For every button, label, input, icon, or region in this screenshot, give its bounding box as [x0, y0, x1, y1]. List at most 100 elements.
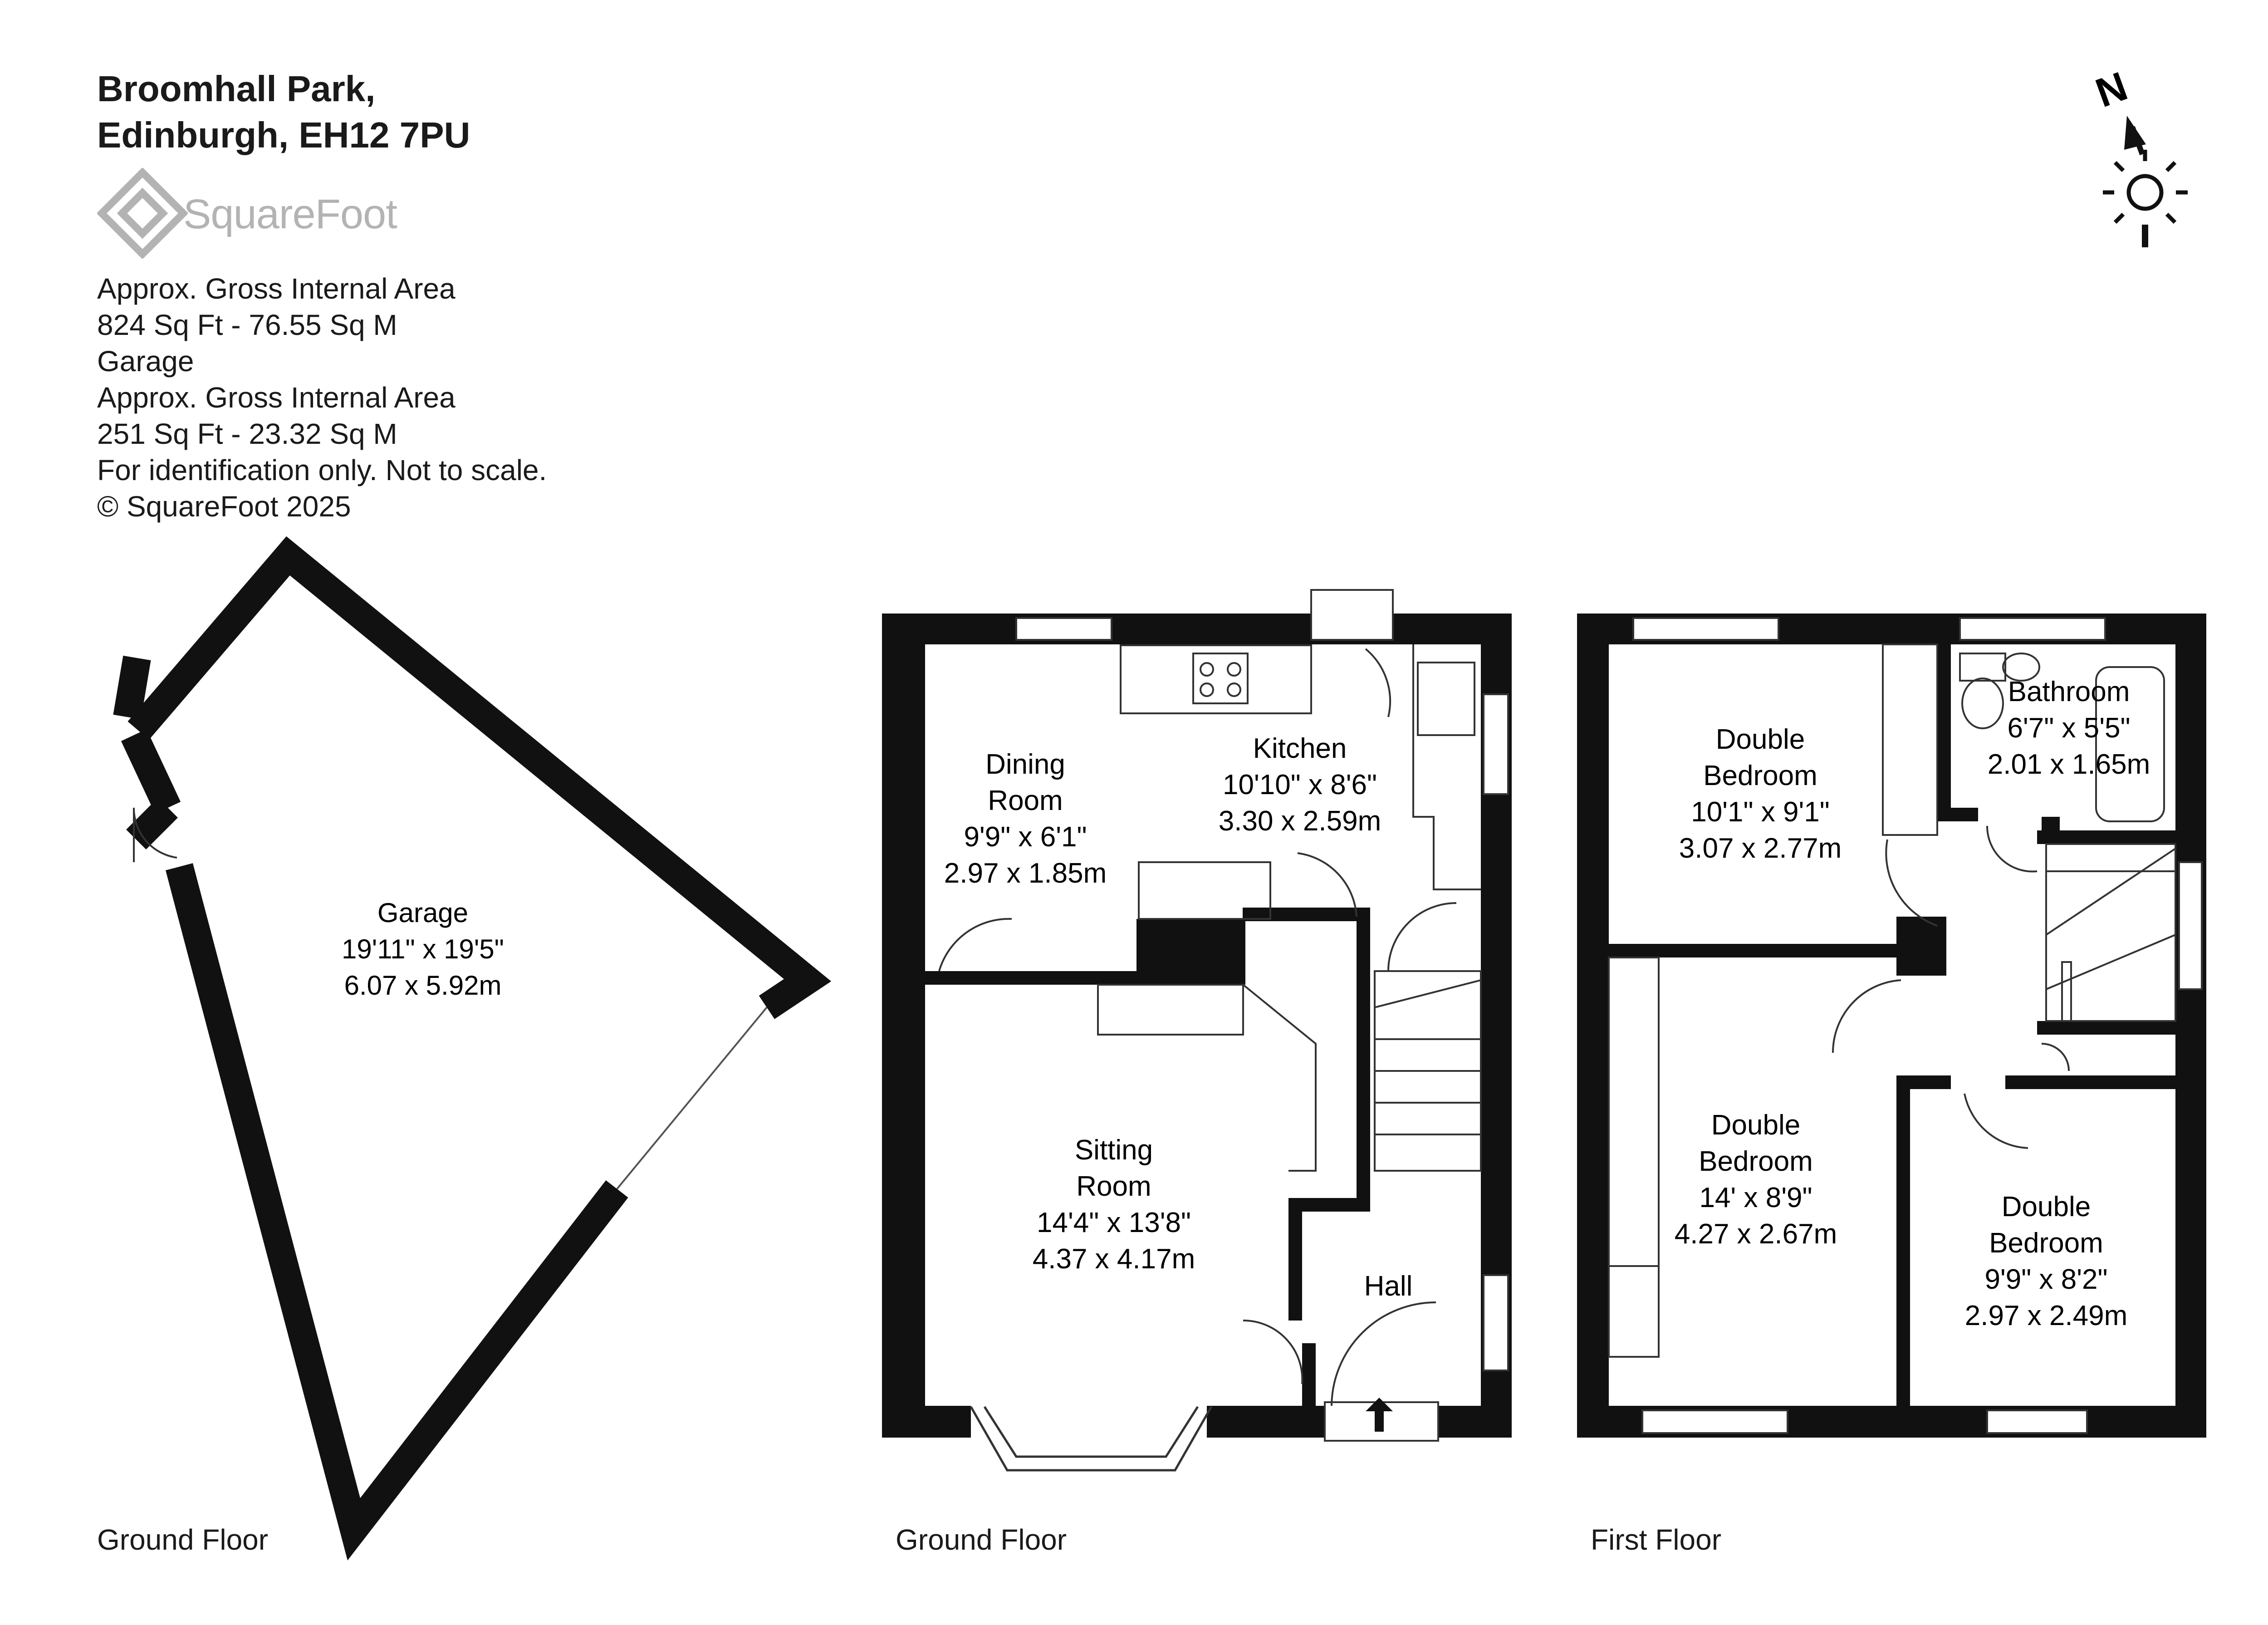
first-wall-west	[1577, 614, 1609, 1438]
area-info-line-6: For identification only. Not to scale.	[97, 454, 547, 486]
window	[1959, 617, 2106, 641]
bed2-imperial: 14' x 8'9"	[1699, 1182, 1812, 1213]
dining-metric: 2.97 x 1.85m	[944, 858, 1107, 889]
fireplace	[1138, 861, 1271, 920]
address-line-2: Edinburgh, EH12 7PU	[97, 115, 470, 155]
garage-wall	[113, 655, 151, 720]
kitchen-metric: 3.30 x 2.59m	[1219, 805, 1381, 837]
garage-name: Garage	[377, 898, 468, 928]
hall-name: Hall	[1364, 1271, 1413, 1302]
area-info-line-3: Garage	[97, 345, 194, 378]
bed1-name-1: Double	[1716, 724, 1805, 755]
area-info: Approx. Gross Internal Area 824 Sq Ft - …	[97, 270, 547, 525]
area-info-line-1: Approx. Gross Internal Area	[97, 272, 456, 305]
squarefoot-logo: SquareFoot	[97, 168, 451, 263]
first-wall-east	[2175, 614, 2206, 1438]
window	[1483, 693, 1509, 795]
bed3-metric: 2.97 x 2.49m	[1965, 1300, 2127, 1331]
sun-icon	[2103, 150, 2188, 247]
ground-wall-west	[882, 614, 925, 1438]
internal-wall	[1937, 644, 1951, 817]
wardrobe	[1608, 957, 1660, 1358]
hob-icon	[1192, 653, 1249, 704]
basin-icon	[2002, 653, 2040, 682]
garage-wall	[166, 863, 628, 1561]
toilet-icon	[1959, 653, 2006, 682]
garage-floor-label: Ground Floor	[97, 1523, 269, 1556]
compass-letter: N	[2090, 64, 2133, 116]
ground-wall-north	[882, 614, 1512, 644]
bathroom-metric: 2.01 x 1.65m	[1988, 749, 2150, 780]
ground-floor-plan: Dining Room 9'9" x 6'1" 2.97 x 1.85m Kit…	[882, 589, 1512, 1472]
dining-imperial: 9'9" x 6'1"	[964, 821, 1087, 853]
kitchen-units	[1412, 644, 1481, 890]
first-floor-label: First Floor	[1591, 1523, 1721, 1556]
dining-name-2: Room	[988, 785, 1063, 816]
kitchen-name: Kitchen	[1253, 733, 1347, 764]
internal-wall	[1288, 1198, 1302, 1321]
bed1-name-2: Bedroom	[1703, 760, 1817, 791]
window	[1483, 1274, 1509, 1371]
chimney-breast	[1136, 919, 1245, 985]
bed2-metric: 4.27 x 2.67m	[1675, 1218, 1837, 1250]
bed1-metric: 3.07 x 2.77m	[1679, 833, 1842, 864]
window	[2178, 861, 2203, 990]
window	[1641, 1409, 1788, 1434]
bed3-name-1: Double	[2002, 1191, 2091, 1222]
window	[1015, 617, 1112, 641]
garage-wall	[121, 729, 181, 814]
sitting-imperial: 14'4" x 13'8"	[1037, 1207, 1191, 1238]
bed3-imperial: 9'9" x 8'2"	[1984, 1264, 2107, 1295]
internal-wall	[1357, 908, 1370, 1207]
garage-plan: Garage 19'11" x 19'5" 6.07 x 5.92m	[113, 536, 832, 1561]
sitting-metric: 4.37 x 4.17m	[1033, 1243, 1195, 1275]
first-floor-plan: Double Bedroom 10'1" x 9'1" 3.07 x 2.77m…	[1577, 614, 2206, 1438]
ground-stairs	[1374, 970, 1482, 1172]
area-info-line-2: 824 Sq Ft - 76.55 Sq M	[97, 309, 397, 341]
entrance-arrow-icon	[1366, 1398, 1393, 1411]
internal-wall	[1896, 1075, 1910, 1406]
area-info-line-4: Approx. Gross Internal Area	[97, 381, 456, 414]
kitchen-imperial: 10'10" x 8'6"	[1223, 769, 1377, 800]
compass: N	[2090, 64, 2188, 247]
bed3-name-2: Bedroom	[1989, 1227, 2103, 1259]
internal-wall	[2037, 830, 2175, 844]
hearth	[1097, 984, 1244, 1036]
internal-wall	[1896, 917, 1946, 976]
garage-metric: 6.07 x 5.92m	[344, 970, 502, 1001]
wardrobe	[1882, 643, 1938, 836]
internal-wall	[1302, 1343, 1316, 1407]
bathroom-name: Bathroom	[2008, 676, 2130, 707]
bay-window	[970, 1406, 1213, 1472]
internal-wall	[2005, 1075, 2175, 1089]
window	[1986, 1409, 2088, 1434]
north-arrow-icon	[2124, 116, 2146, 156]
bay-window	[971, 1404, 1207, 1441]
ground-floor-label: Ground Floor	[896, 1523, 1067, 1556]
bathroom-imperial: 6'7" x 5'5"	[2007, 712, 2130, 744]
window	[1632, 617, 1779, 641]
sink-icon	[1417, 662, 1475, 736]
back-door	[1310, 589, 1394, 641]
garage-imperial: 19'11" x 19'5"	[342, 934, 504, 964]
internal-wall	[1609, 944, 1908, 957]
garage-wall	[127, 536, 832, 1019]
bed2-name-1: Double	[1711, 1110, 1800, 1141]
logo-text: SquareFoot	[183, 191, 397, 237]
bed2-name-2: Bedroom	[1699, 1146, 1813, 1177]
bed1-imperial: 10'1" x 9'1"	[1691, 796, 1830, 828]
area-info-line-7: © SquareFoot 2025	[97, 490, 351, 523]
first-stairs	[2045, 843, 2176, 1022]
sitting-name-1: Sitting	[1075, 1134, 1153, 1166]
area-info-line-5: 251 Sq Ft - 23.32 Sq M	[97, 417, 397, 450]
bath-icon	[2095, 666, 2165, 822]
address-line-1: Broomhall Park,	[97, 69, 376, 109]
kitchen-units	[1120, 644, 1312, 714]
internal-wall	[2037, 1021, 2175, 1035]
squarefoot-logo-icon	[97, 168, 188, 259]
internal-wall	[1896, 1075, 1951, 1089]
internal-wall	[1937, 808, 1978, 821]
sitting-name-2: Room	[1076, 1171, 1151, 1202]
garage-door-opening	[616, 1006, 768, 1190]
